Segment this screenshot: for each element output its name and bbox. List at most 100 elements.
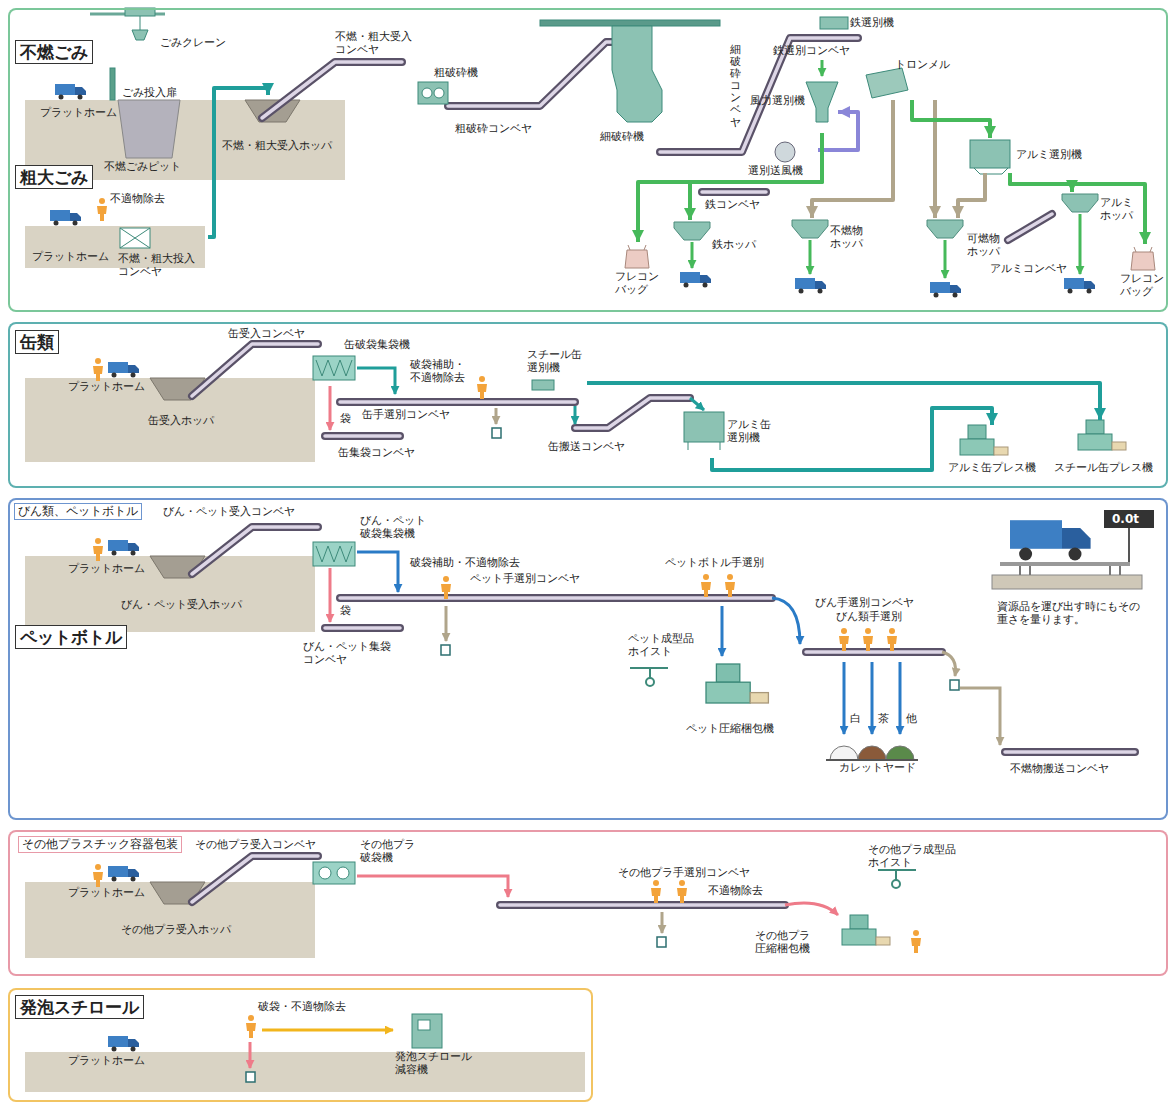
text-label: びん手選別コンベヤ: [815, 596, 914, 609]
flow-arrow: [812, 100, 893, 218]
text-label: 缶受入コンベヤ: [228, 327, 305, 340]
equipment-label: ペット圧縮梱包機: [686, 722, 774, 735]
worker: [93, 864, 103, 887]
text-label: ペットボトル手選別: [665, 556, 764, 569]
machine: [140, 16, 141, 30]
truck-scale: [1128, 528, 1130, 562]
machine: [125, 8, 155, 16]
worker: [97, 198, 107, 221]
text-label: プラットホーム: [68, 380, 145, 393]
flow-arrow: [357, 876, 508, 897]
hoist: [646, 678, 654, 686]
flow-arrow: [721, 606, 724, 656]
equipment-box: カレットヤード: [825, 735, 930, 777]
flow-arrow: [899, 662, 902, 734]
equipment-box: アルミホッパ: [1060, 192, 1138, 242]
text-label: ペット手選別コンベヤ: [470, 572, 580, 585]
worker: [477, 376, 487, 399]
equipment-box: スチール缶プレス機: [1050, 420, 1162, 477]
breaker: [313, 356, 355, 884]
machine: [120, 228, 150, 248]
machine: [688, 442, 720, 450]
machine: [90, 8, 1010, 1048]
equipment-label: 缶破袋集袋機: [344, 338, 410, 351]
equipment-label: 可燃物ホッパ: [967, 232, 1002, 258]
ground: [25, 378, 315, 462]
text-label: 破袋・不適物除去: [258, 1000, 346, 1013]
equipment-box: 不燃物ホッパ: [790, 218, 880, 263]
equipment-label: びん・ペット受入ホッパ: [121, 598, 242, 611]
truck: [680, 272, 711, 288]
equipment-box: その他プラ圧縮梱包機: [755, 905, 890, 967]
flow-arrow: [574, 406, 577, 424]
equipment-label: 粗破砕機: [434, 66, 478, 79]
flow-arrow: [1010, 173, 1145, 244]
worker: [651, 880, 661, 903]
text-label: プラットホーム: [32, 250, 109, 263]
text-label: 鉄コンベヤ: [705, 198, 760, 211]
flow-arrow: [958, 173, 985, 218]
press: [706, 420, 1126, 945]
text-label: プラットホーム: [68, 1054, 145, 1067]
equipment-label: その他プラ受入ホッパ: [121, 923, 231, 936]
flow-arrow: [1079, 214, 1082, 274]
equipment-label: カレットヤード: [839, 761, 916, 774]
equipment-label: 不燃ごみピット: [104, 160, 181, 173]
process-band: その他プラスチック容器包装その他プラ受入ホッパその他プラ破袋機その他プラ圧縮梱包…: [8, 830, 1168, 976]
truck: [795, 278, 826, 294]
worker: [863, 628, 873, 651]
text-label: 袋: [340, 604, 351, 617]
conveyor: [192, 38, 1135, 905]
panel-heading: びん類、ペットボトル: [14, 503, 142, 520]
process-band: 缶類缶受入ホッパ缶破袋集袋機スチール缶選別機アルミ缶選別機アルミ缶プレス機スチー…: [8, 322, 1168, 488]
pit: [118, 100, 180, 158]
equipment-label: 細破砕機: [600, 130, 644, 143]
text-label: ごみ投入扉: [122, 86, 177, 99]
truck: [108, 1036, 139, 1052]
worker: [701, 574, 711, 597]
bag: [625, 245, 1155, 270]
panel-heading: 不燃ごみ: [15, 40, 93, 64]
text-label: アルミコンベヤ: [990, 262, 1067, 275]
equipment-label: 不燃物ホッパ: [830, 224, 865, 250]
text-label: 他: [906, 712, 917, 725]
flow-arrow: [944, 240, 947, 278]
text-label: びん・ペット集袋コンベヤ: [303, 640, 393, 666]
flow-arrow: [960, 688, 1000, 745]
machine: [806, 82, 838, 122]
press: [960, 425, 1008, 455]
equipment-label: 選別送風機: [748, 164, 803, 177]
conveyor: [192, 38, 1135, 905]
machine: [434, 88, 444, 98]
truck-scale: [1010, 520, 1091, 560]
machine: [412, 1014, 442, 1048]
breaker: [313, 356, 355, 380]
equipment-box: 風力選別機: [750, 78, 838, 133]
machine: [532, 380, 554, 390]
flow-arrow: [445, 606, 448, 641]
worker: [887, 628, 897, 651]
equipment-label: その他プラ圧縮梱包機: [755, 929, 812, 955]
worker: [93, 358, 103, 381]
text-label: ペット成型品ホイスト: [628, 632, 696, 658]
press: [842, 915, 890, 945]
panel-heading: 缶類: [15, 330, 59, 354]
equipment-box: 不燃・粗大投入コンベヤ: [118, 226, 208, 280]
equipment-label: 缶受入ホッパ: [148, 414, 214, 427]
cullet-bins: [826, 759, 918, 761]
text-label: プラットホーム: [68, 562, 145, 575]
equipment-label: アルミ缶選別機: [727, 418, 773, 444]
flow-arrow: [357, 552, 398, 592]
text-label: 不適物除去: [708, 884, 763, 897]
flow-arrow: [821, 60, 824, 76]
equipment-box: その他プラ破袋機: [312, 838, 427, 886]
panel-heading: 粗大ごみ: [15, 165, 93, 189]
press: [706, 664, 768, 703]
equipment-box: 不燃・粗大受入ホッパ: [222, 95, 352, 155]
bag: [1131, 247, 1155, 270]
text-label: その他プラ手選別コンベヤ: [618, 866, 750, 879]
bucket: [246, 428, 959, 1082]
equipment-box: 粗破砕機: [414, 66, 494, 106]
hoist: [630, 668, 668, 678]
text-label: プラットホーム: [40, 106, 117, 119]
